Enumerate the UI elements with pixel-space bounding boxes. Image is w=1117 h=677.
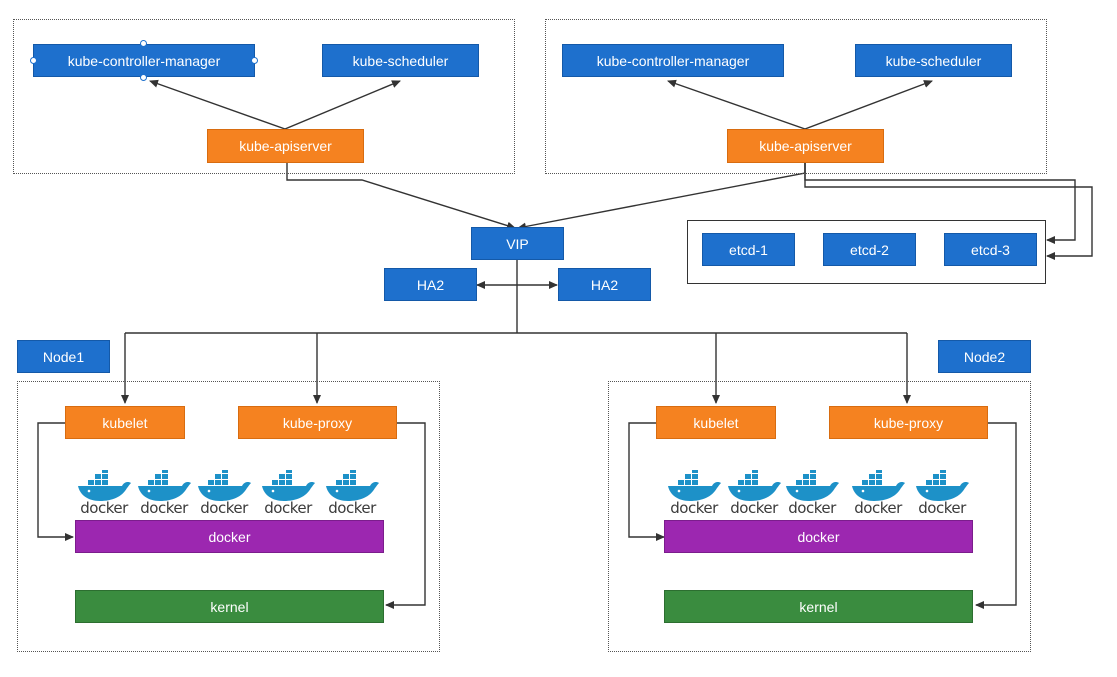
node1-kubelet[interactable]: kubelet (65, 406, 185, 439)
container-label: docker (80, 499, 128, 517)
container-label: docker (264, 499, 312, 517)
container-label: docker (670, 499, 718, 517)
node2-docker-engine[interactable]: docker (664, 520, 973, 553)
master-group-2 (545, 19, 1047, 174)
docker-whale-icon: docker (722, 470, 786, 517)
docker-whale-icon: docker (780, 470, 844, 517)
edge-proxy1-kernel (385, 422, 426, 609)
edge-kubelet1-docker (37, 422, 74, 541)
etcd-3-box[interactable]: etcd-3 (944, 233, 1037, 266)
node1-docker-engine[interactable]: docker (75, 520, 384, 553)
selection-handle-top[interactable] (140, 40, 147, 47)
node2-kernel[interactable]: kernel (664, 590, 973, 623)
container-label: docker (200, 499, 248, 517)
etcd-2-box[interactable]: etcd-2 (823, 233, 916, 266)
container-label: docker (854, 499, 902, 517)
node1-kernel[interactable]: kernel (75, 590, 384, 623)
container-label: docker (140, 499, 188, 517)
edge-apiserver1-scheduler (284, 80, 401, 130)
scheduler-2[interactable]: kube-scheduler (855, 44, 1012, 77)
scheduler-1[interactable]: kube-scheduler (322, 44, 479, 77)
node2-kubelet[interactable]: kubelet (656, 406, 776, 439)
docker-whale-icon: docker (256, 470, 320, 517)
node1-label[interactable]: Node1 (17, 340, 110, 373)
docker-whale-icon: docker (192, 470, 256, 517)
edge-apiserver2-controller (667, 79, 806, 130)
edge-apiserver1-controller (149, 79, 286, 130)
node2-group (608, 381, 1031, 652)
apiserver-2[interactable]: kube-apiserver (727, 129, 884, 163)
apiserver-1[interactable]: kube-apiserver (207, 129, 364, 163)
selection-handle-right[interactable] (251, 57, 258, 64)
edge-proxy2-kernel (975, 422, 1017, 609)
master-group-1 (13, 19, 515, 174)
node2-label[interactable]: Node2 (938, 340, 1031, 373)
controller-manager-2[interactable]: kube-controller-manager (562, 44, 784, 77)
edge-apiserver1-vip (286, 163, 516, 230)
docker-whale-icon: docker (72, 470, 136, 517)
docker-whale-icon: docker (662, 470, 726, 517)
edge-apiserver2-scheduler (804, 80, 933, 130)
node1-group (17, 381, 440, 652)
node2-kube-proxy[interactable]: kube-proxy (829, 406, 988, 439)
ha-right-box[interactable]: HA2 (558, 268, 651, 301)
container-label: docker (788, 499, 836, 517)
edge-apiserver2-etcd-b (804, 163, 1093, 260)
container-label: docker (730, 499, 778, 517)
docker-whale-icon: docker (846, 470, 910, 517)
docker-whale-icon: docker (320, 470, 384, 517)
etcd-1-box[interactable]: etcd-1 (702, 233, 795, 266)
docker-whale-icon: docker (910, 470, 974, 517)
docker-whale-icon: docker (132, 470, 196, 517)
etcd-cluster (687, 220, 1046, 284)
controller-manager-1[interactable]: kube-controller-manager (33, 44, 255, 77)
edge-kubelet2-docker (628, 422, 665, 541)
container-label: docker (918, 499, 966, 517)
ha-left-box[interactable]: HA2 (384, 268, 477, 301)
vip-box[interactable]: VIP (471, 227, 564, 260)
selection-handle-left[interactable] (30, 57, 37, 64)
selection-handle-bottom[interactable] (140, 74, 147, 81)
container-label: docker (328, 499, 376, 517)
node1-kube-proxy[interactable]: kube-proxy (238, 406, 397, 439)
